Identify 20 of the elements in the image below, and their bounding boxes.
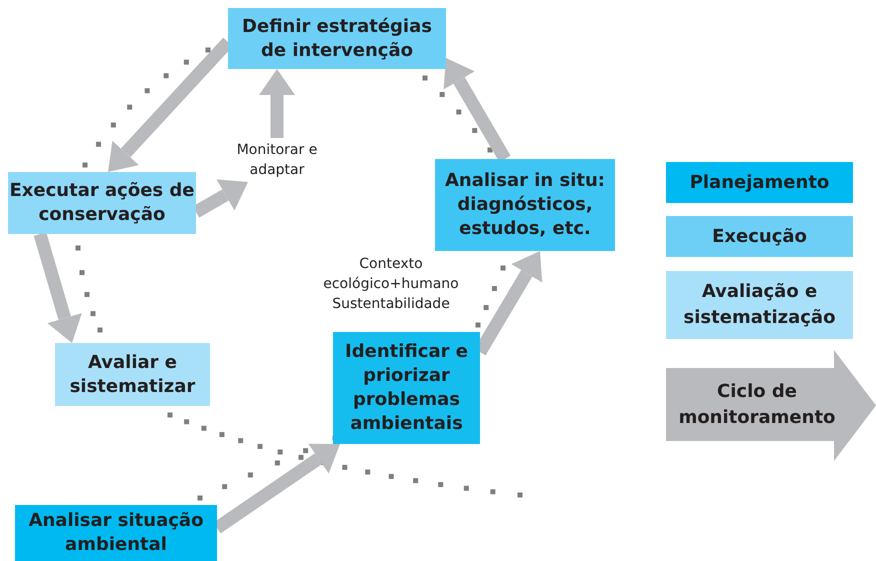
- arrow: [259, 69, 295, 138]
- process-box: [55, 343, 210, 406]
- box-label: Definir estratégias de intervenção: [241, 14, 433, 62]
- arrow: [34, 232, 82, 343]
- box-label: Executar ações de conservação: [8, 179, 196, 227]
- legend-label: Avaliação e sistematização: [682, 280, 836, 330]
- process-box: [228, 8, 446, 69]
- note-text: Contexto ecológico+humano Sustentabilidade: [322, 255, 460, 314]
- box-label: Analisar in situ: diagnósticos, estudos, etc.: [444, 169, 606, 241]
- process-box: [435, 159, 615, 251]
- process-box: [333, 332, 480, 444]
- box-label: Avaliar e sistematizar: [68, 350, 196, 398]
- box-label: Analisar situação ambiental: [28, 509, 204, 557]
- legend-label: Execução: [712, 224, 807, 248]
- box-label: Identificar e priorizar problemas ambientais: [344, 340, 469, 436]
- legend-label: Ciclo de monitoramento: [678, 380, 836, 430]
- legend-label: Planejamento: [690, 170, 830, 194]
- process-box: [8, 172, 196, 234]
- process-box: [15, 505, 217, 561]
- step-label: Monitorar e adaptar: [236, 141, 318, 180]
